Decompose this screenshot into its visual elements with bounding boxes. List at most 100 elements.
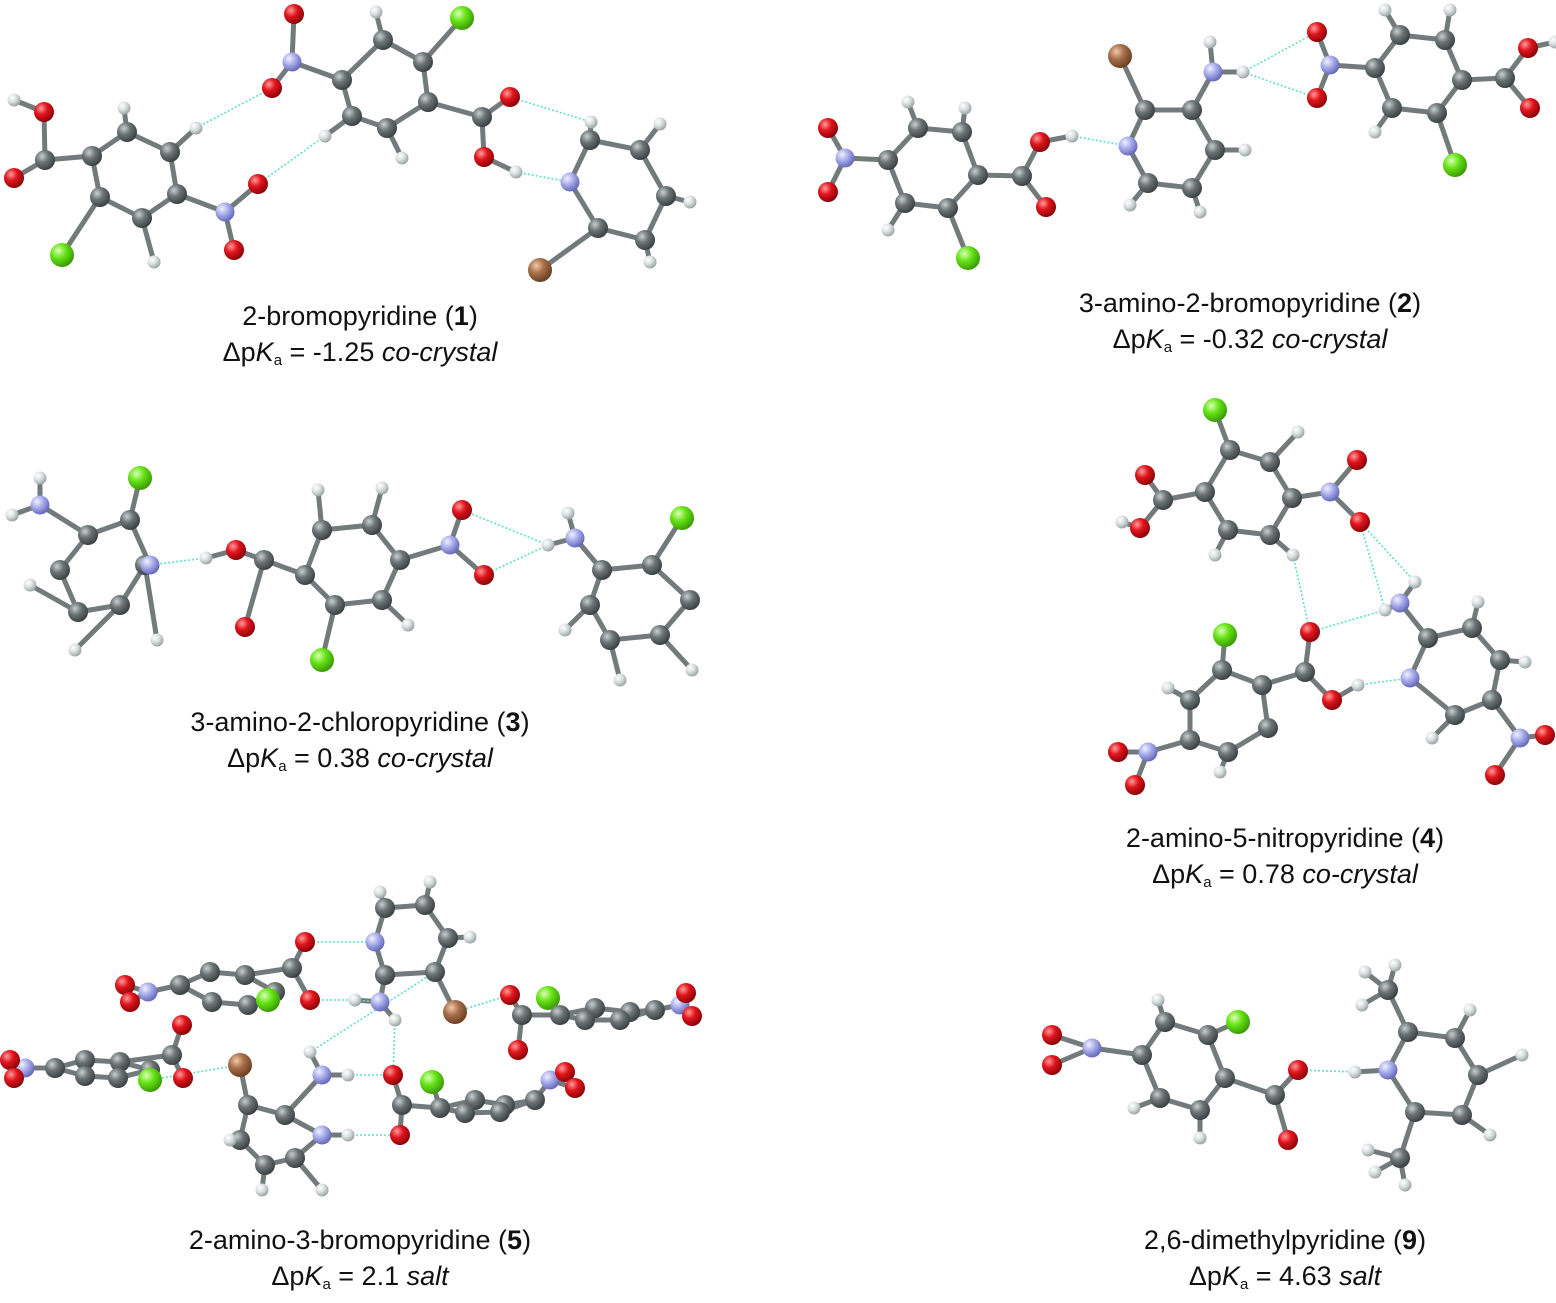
hydrogen-atom-panel-2 <box>1379 4 1392 17</box>
carbon-atom-panel-3 <box>592 560 612 580</box>
carbon-atom-panel-5 <box>202 992 222 1012</box>
carbon-atom-panel-5 <box>455 1103 475 1123</box>
carbon-atom-panel-1 <box>167 184 187 204</box>
oxygen-atom-panel-2 <box>1520 98 1540 118</box>
oxygen-atom-panel-4 <box>1135 465 1155 485</box>
oxygen-atom-panel-3 <box>226 540 246 560</box>
carbon-atom-panel-9 <box>1452 1105 1472 1125</box>
delta-pka-line: ΔpKa = 0.38 co-crystal <box>130 740 590 785</box>
nitrogen-atom-panel-1 <box>561 173 580 192</box>
carbon-atom-panel-4 <box>1212 660 1232 680</box>
hydrogen-atom-panel-5 <box>349 994 362 1007</box>
carbon-atom-panel-3 <box>254 550 274 570</box>
hydrogen-bond-panel-4 <box>1293 555 1310 632</box>
compound-number: 2 <box>1397 288 1412 318</box>
hydrogen-atom-panel-3 <box>402 619 415 632</box>
hydrogen-atom-panel-3 <box>69 644 82 657</box>
hydrogen-atom-panel-1 <box>118 102 131 115</box>
carbon-atom-panel-5 <box>550 1005 570 1025</box>
hydrogen-bond-panel-2 <box>1243 32 1317 72</box>
oxygen-atom-panel-4 <box>1130 518 1150 538</box>
hydrogen-atom-panel-9 <box>1356 999 1369 1012</box>
oxygen-atom-panel-2 <box>818 182 838 202</box>
hydrogen-atom-panel-9 <box>1369 1166 1382 1179</box>
hydrogen-atom-panel-2 <box>902 96 915 109</box>
hydrogen-atom-panel-5 <box>316 1184 329 1197</box>
oxygen-atom-panel-1 <box>474 147 494 167</box>
oxygen-atom-panel-5 <box>115 975 135 995</box>
chlorine-atom-panel-2 <box>956 246 980 270</box>
carbon-atom-panel-1 <box>377 118 397 138</box>
chlorine-atom-panel-3 <box>128 466 152 490</box>
carbon-atom-panel-5 <box>285 1148 305 1168</box>
compound-number: 4 <box>1420 823 1435 853</box>
nitrogen-atom-panel-5 <box>313 1066 332 1085</box>
oxygen-atom-panel-5 <box>676 983 696 1003</box>
carbon-atom-panel-2 <box>1390 25 1410 45</box>
oxygen-atom-panel-5 <box>4 1068 24 1088</box>
carbon-atom-panel-1 <box>413 52 433 72</box>
hydrogen-atom-panel-3 <box>686 664 699 677</box>
nitrogen-atom-panel-4 <box>1401 669 1420 688</box>
carbon-atom-panel-5 <box>238 1095 258 1115</box>
carbon-atom-panel-5 <box>45 1058 65 1078</box>
oxygen-atom-panel-5 <box>383 1065 403 1085</box>
carbon-atom-panel-9 <box>1132 1045 1152 1065</box>
carbon-atom-panel-1 <box>117 122 137 142</box>
carbon-atom-panel-9 <box>1215 1068 1235 1088</box>
hydrogen-bond-panel-3 <box>484 545 548 575</box>
chlorine-atom-panel-3 <box>670 506 694 530</box>
atom-layer <box>0 4 1556 1197</box>
carbon-atom-panel-4 <box>1220 440 1240 460</box>
oxygen-atom-panel-9 <box>1042 1055 1062 1075</box>
delta-pka-line: ΔpKa = 2.1 salt <box>130 1258 590 1303</box>
hydrogen-bond-panel-1 <box>510 97 591 122</box>
nitrogen-atom-panel-5 <box>371 993 390 1012</box>
carbon-atom-panel-2 <box>1427 103 1447 123</box>
oxygen-atom-panel-9 <box>1042 1025 1062 1045</box>
carbon-atom-panel-1 <box>82 146 102 166</box>
carbon-atom-panel-5 <box>255 1155 275 1175</box>
caption-panel-9: 2,6-dimethylpyridine (9) ΔpKa = 4.63 sal… <box>1090 1222 1480 1303</box>
carbon-atom-panel-3 <box>50 560 70 580</box>
carbon-atom-panel-2 <box>1135 100 1155 120</box>
hydrogen-atom-panel-2 <box>1124 199 1137 212</box>
compound-name: 2-amino-5-nitropyridine <box>1126 823 1404 853</box>
caption-panel-2: 3-amino-2-bromopyridine (2) ΔpKa = -0.32… <box>1030 285 1470 366</box>
hydrogen-atom-panel-4 <box>1472 596 1485 609</box>
hydrogen-atom-panel-9 <box>1516 1049 1529 1062</box>
nitrogen-atom-panel-2 <box>836 149 855 168</box>
carbon-atom-panel-2 <box>1365 58 1385 78</box>
hydrogen-atom-panel-9 <box>1359 966 1372 979</box>
nitrogen-atom-panel-1 <box>283 53 302 72</box>
carbon-atom-panel-5 <box>392 1095 412 1115</box>
hydrogen-atom-panel-9 <box>1484 1129 1497 1142</box>
carbon-atom-panel-9 <box>1398 1022 1418 1042</box>
carbon-atom-panel-1 <box>630 140 650 160</box>
oxygen-atom-panel-3 <box>452 500 472 520</box>
carbon-atom-panel-1 <box>160 142 180 162</box>
hydrogen-atom-panel-4 <box>1209 549 1222 562</box>
bond-panel-3 <box>145 565 157 640</box>
oxygen-atom-panel-4 <box>1108 742 1128 762</box>
carbon-atom-panel-5 <box>275 1105 295 1125</box>
carbon-atom-panel-4 <box>1218 520 1238 540</box>
hydrogen-atom-panel-2 <box>1066 130 1079 143</box>
caption-panel-3: 3-amino-2-chloropyridine (3) ΔpKa = 0.38… <box>130 704 590 785</box>
carbon-atom-panel-5 <box>235 965 255 985</box>
carbon-atom-panel-4 <box>1260 452 1280 472</box>
carbon-atom-panel-4 <box>1258 718 1278 738</box>
carbon-atom-panel-1 <box>332 70 352 90</box>
hydrogen-atom-panel-5 <box>374 886 387 899</box>
carbon-atom-panel-5 <box>415 895 435 915</box>
hydrogen-atom-panel-3 <box>24 579 37 592</box>
hydrogen-atom-panel-5 <box>424 876 437 889</box>
oxygen-atom-panel-2 <box>1036 197 1056 217</box>
hydrogen-bond-panel-4 <box>1310 610 1385 632</box>
outcome-label: salt <box>407 1261 449 1291</box>
outcome-label: co-crystal <box>382 337 498 367</box>
compound-name: 2-bromopyridine <box>242 301 437 331</box>
hydrogen-atom-panel-4 <box>1116 516 1129 529</box>
hydrogen-atom-panel-4 <box>1409 576 1422 589</box>
